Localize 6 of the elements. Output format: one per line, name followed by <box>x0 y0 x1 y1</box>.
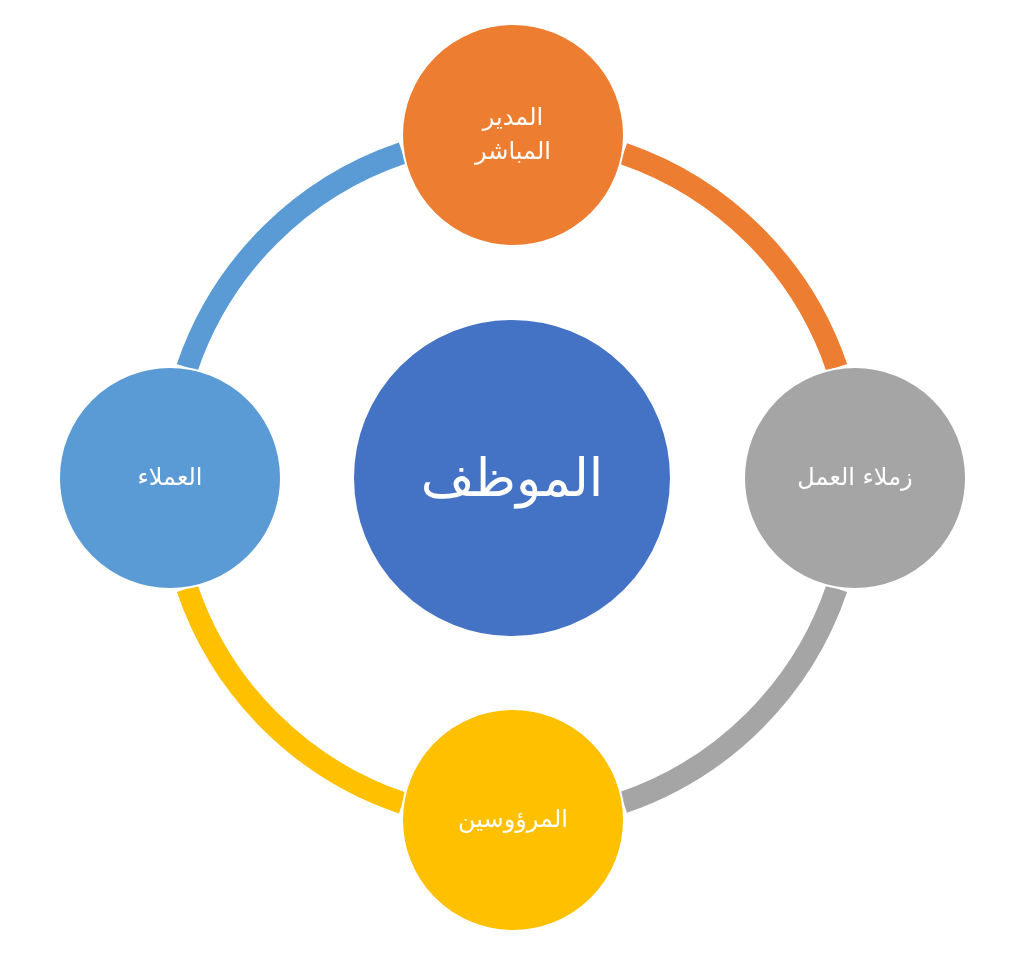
topic-circle: العملاء <box>58 366 282 590</box>
ring-segment <box>619 143 847 372</box>
topic-circle: المرؤوسين <box>401 708 625 932</box>
topic-circle: المدير المباشر <box>401 23 625 247</box>
center-circle: الموظف <box>352 318 672 638</box>
topic-circle: زملاء العمل <box>743 366 967 590</box>
